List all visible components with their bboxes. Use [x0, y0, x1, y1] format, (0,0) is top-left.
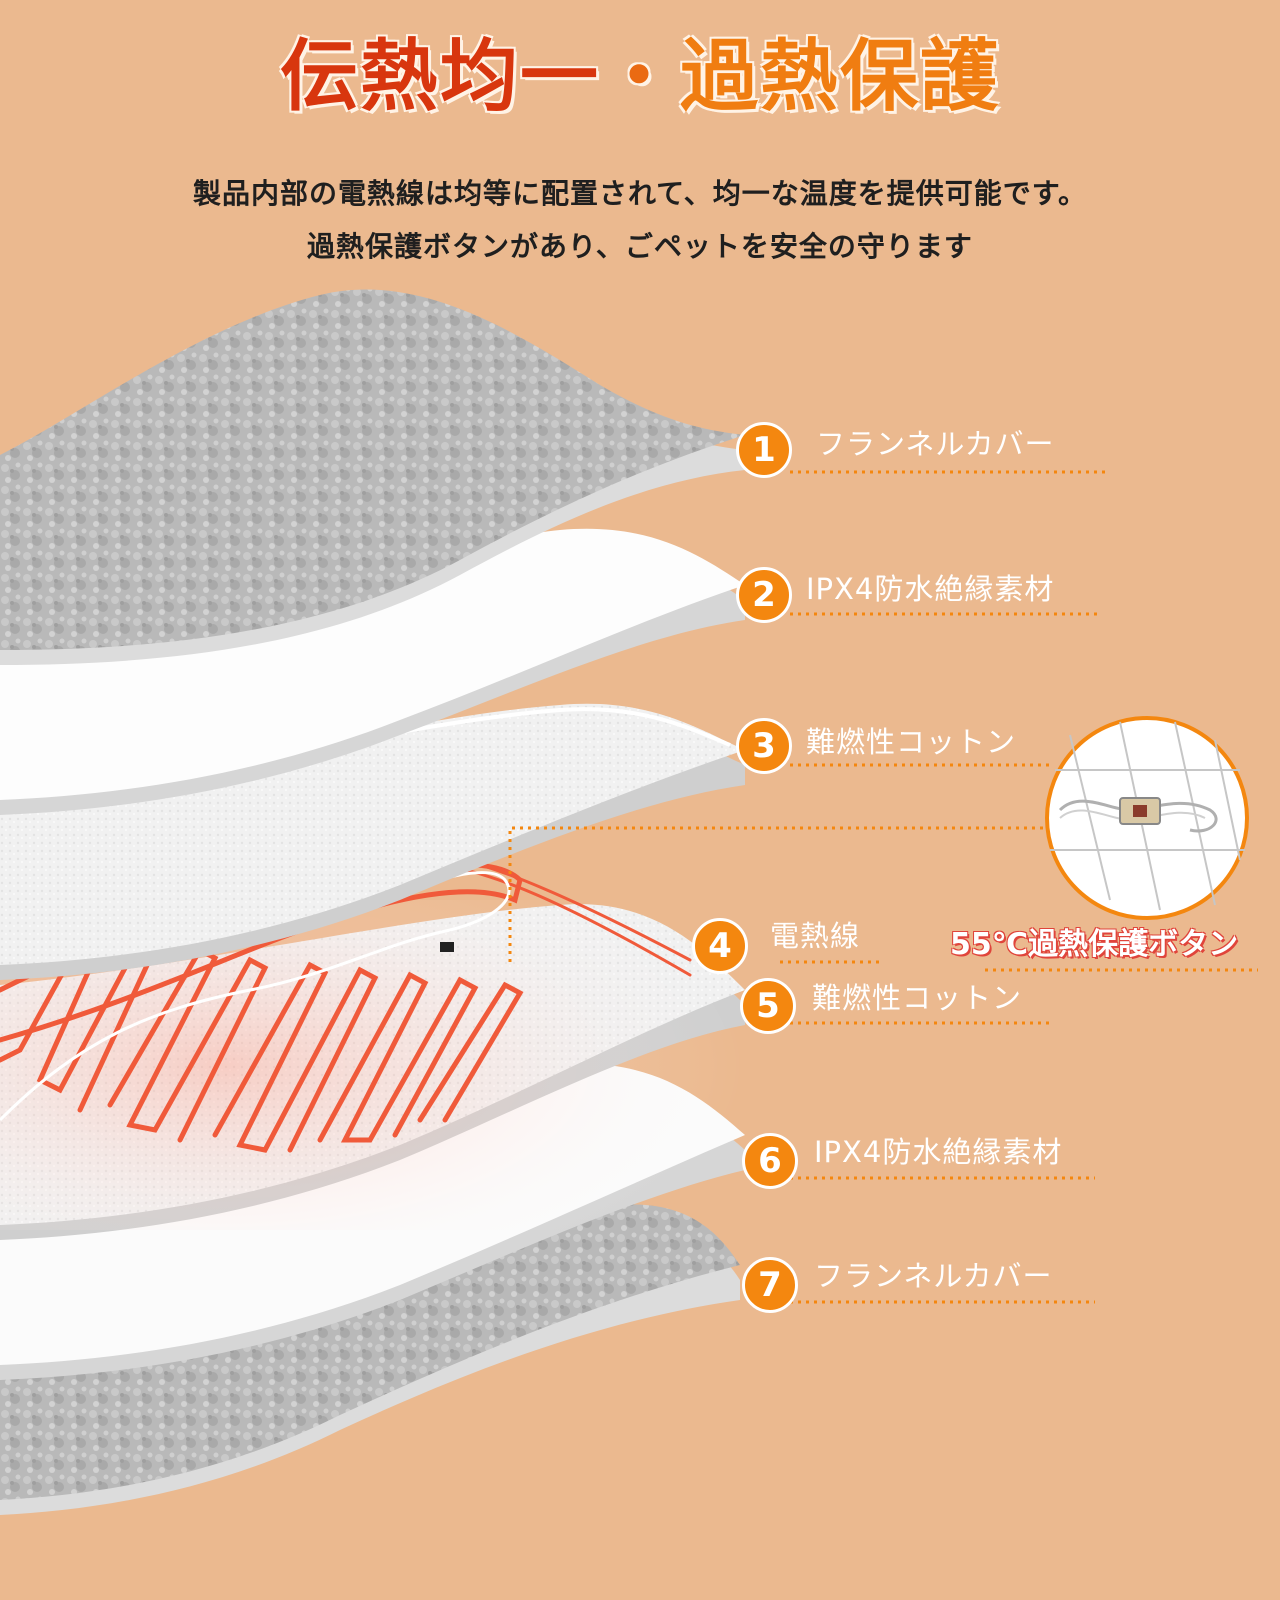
page-title: 伝熱均一・過熱保護 [0, 38, 1280, 116]
thermostat-chip [440, 942, 454, 952]
layer-6-number-badge: 6 [742, 1133, 798, 1189]
layer-5-label: 難燃性コットン [812, 984, 1022, 1013]
layer-1-number-badge: 1 [736, 422, 792, 478]
layer-2-number-badge: 2 [736, 567, 792, 623]
layer-7-number-badge: 7 [742, 1257, 798, 1313]
layer-4-number-badge: 4 [692, 918, 748, 974]
subtitle-line-2: 過熱保護ボタンがあり、ごペットを安全の守ります [0, 225, 1280, 265]
layer-2-label: IPX4防水絶縁素材 [806, 575, 1054, 604]
layer-3-label: 難燃性コットン [806, 728, 1016, 757]
overheat-protection-label: 55℃過熱保護ボタン [950, 930, 1238, 960]
title-separator: ・ [600, 32, 680, 122]
subtitle-line-1: 製品内部の電熱線は均等に配置されて、均一な温度を提供可能です。 [0, 172, 1280, 212]
layer-4-label: 電熱線 [770, 922, 860, 951]
layer-5-number-badge: 5 [740, 978, 796, 1034]
title-part-1: 伝熱均一 [280, 32, 600, 122]
layer-7-label: フランネルカバー [814, 1262, 1053, 1291]
layer-1-label: フランネルカバー [816, 430, 1055, 459]
title-part-2: 過熱保護 [680, 32, 1000, 122]
layer-6-label: IPX4防水絶縁素材 [814, 1138, 1062, 1167]
layer-3-number-badge: 3 [736, 718, 792, 774]
thermostat-inset [1047, 718, 1247, 918]
